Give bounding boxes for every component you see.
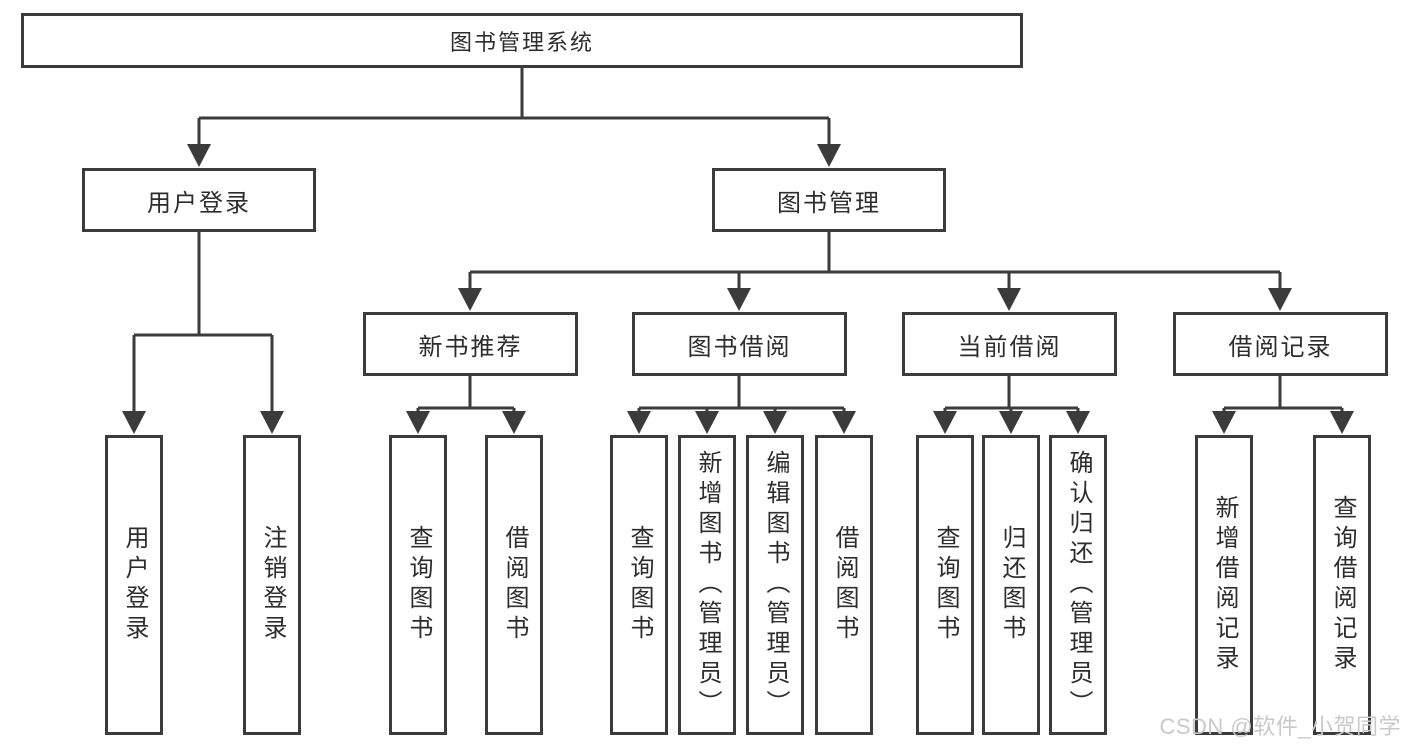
node-book-borrowing: 图书借阅 [632,312,847,376]
leaf-return-book-label: 归还图书 [998,525,1025,645]
leaf-query-books-borrowing-label: 查询图书 [626,525,653,645]
leaf-add-borrow-record-label: 新增借阅记录 [1211,495,1238,675]
leaf-query-books-recommend-label: 查询图书 [405,525,432,645]
leaf-edit-book-admin: 编辑图书（管理员） [746,435,804,735]
csdn-watermark: CSDN @软件_小贺同学 [1159,714,1401,739]
leaf-add-book-admin: 新增图书（管理员） [678,435,736,735]
leaf-edit-book-admin-label: 编辑图书（管理员） [762,450,789,720]
leaf-user-login: 用户登录 [105,435,163,735]
arrowheads [122,144,1354,434]
leaf-query-borrow-record: 查询借阅记录 [1313,435,1371,735]
node-current-borrowing-label: 当前借阅 [957,333,1062,361]
node-borrow-records: 借阅记录 [1173,312,1388,376]
leaf-logout-label: 注销登录 [259,525,286,645]
node-user-login: 用户登录 [82,168,316,232]
leaf-user-login-label: 用户登录 [121,525,148,645]
node-root-system: 图书管理系统 [21,13,1023,68]
leaf-query-books-recommend: 查询图书 [389,435,447,735]
node-book-management-label: 图书管理 [777,189,881,217]
leaf-confirm-return-admin-label: 确认归还（管理员） [1065,450,1092,720]
leaf-query-books-current: 查询图书 [916,435,974,735]
leaf-borrow-books-recommend: 借阅图书 [485,435,543,735]
node-user-login-label: 用户登录 [147,189,251,217]
leaf-logout: 注销登录 [243,435,301,735]
node-root-label: 图书管理系统 [449,29,594,55]
node-new-book-recommend: 新书推荐 [363,312,578,376]
leaf-borrow-books-borrowing: 借阅图书 [815,435,873,735]
node-book-management: 图书管理 [712,168,946,232]
leaf-borrow-books-recommend-label: 借阅图书 [501,525,528,645]
leaf-add-borrow-record: 新增借阅记录 [1195,435,1253,735]
leaf-borrow-books-borrowing-label: 借阅图书 [831,525,858,645]
leaf-return-book: 归还图书 [982,435,1040,735]
leaf-query-books-current-label: 查询图书 [932,525,959,645]
leaf-add-book-admin-label: 新增图书（管理员） [694,450,721,720]
leaf-confirm-return-admin: 确认归还（管理员） [1049,435,1107,735]
node-current-borrowing: 当前借阅 [902,312,1117,376]
node-borrow-records-label: 借阅记录 [1228,333,1333,361]
node-new-book-recommend-label: 新书推荐 [418,333,523,361]
leaf-query-books-borrowing: 查询图书 [610,435,668,735]
leaf-query-borrow-record-label: 查询借阅记录 [1329,495,1356,675]
node-book-borrowing-label: 图书借阅 [687,333,792,361]
